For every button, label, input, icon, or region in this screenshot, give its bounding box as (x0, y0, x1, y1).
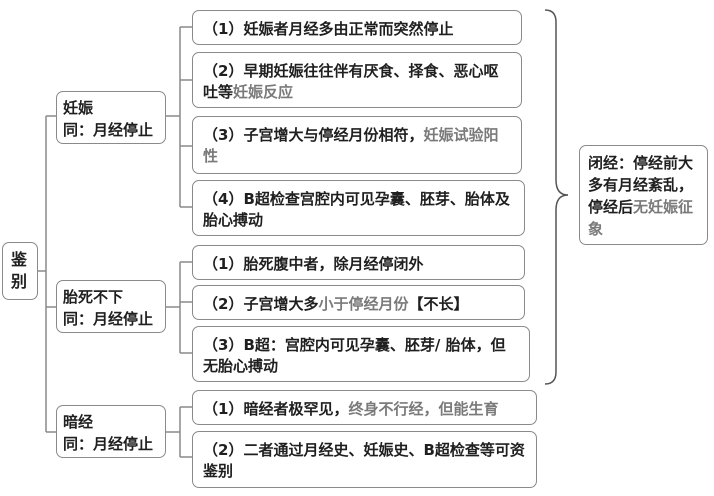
list-item: （1）妊娠者月经多由正常而突然停止 (192, 10, 522, 45)
item-text: 早期妊娠往往伴有厌食、择食、恶心呕吐等 (203, 62, 499, 101)
root-label: 鉴别 (11, 250, 28, 291)
cat1-connector (166, 26, 192, 208)
item-number: （1） (203, 255, 244, 273)
item-text: 子宫增大多 (243, 295, 319, 313)
root-connector (38, 115, 56, 433)
summary-brace (544, 9, 569, 385)
item-number: （1） (203, 20, 244, 38)
root-node: 鉴别 (2, 242, 38, 300)
item-text-highlight: 妊娠反应 (233, 83, 294, 101)
item-number: （2） (203, 295, 244, 313)
item-number: （2） (203, 441, 244, 459)
list-item: （4）B超检查宫腔内可见孕囊、胚芽、胎体及胎心搏动 (192, 180, 525, 236)
list-item: （2）二者通过月经史、妊娠史、B超检查等可资鉴别 (192, 431, 537, 488)
category-subtitle: 同：月经停止 (63, 310, 154, 328)
list-item: （1）暗经者极罕见，终身不行经，但能生育 (192, 390, 537, 425)
list-item: （2）子宫增大多小于停经月份【不长】 (192, 285, 525, 320)
item-text: B超检查宫腔内可见孕囊、胚芽、胎体及胎心搏动 (203, 190, 510, 229)
item-text-tail: 【不长】 (408, 295, 469, 313)
item-text: 妊娠者月经多由正常而突然停止 (243, 20, 454, 38)
category-subtitle: 同：月经停止 (63, 435, 154, 453)
item-text-highlight: 终身不行经，但能生育 (348, 400, 499, 418)
category-hidden-menstruation: 暗经 同：月经停止 (56, 405, 166, 458)
category-stillbirth: 胎死不下 同：月经停止 (56, 280, 166, 333)
item-number: （1） (203, 400, 244, 418)
list-item: （3）B超：宫腔内可见孕囊、胚芽/ 胎体，但无胎心搏动 (192, 326, 530, 382)
category-subtitle: 同：月经停止 (63, 121, 154, 139)
item-text: 胎死腹中者，除月经停闭外 (243, 255, 424, 273)
item-text: 二者通过月经史、妊娠史、B超检查等可资鉴别 (203, 441, 525, 480)
cat3-connector (166, 406, 192, 458)
item-text: 暗经者极罕见， (243, 400, 349, 418)
summary-text: 闭经：停经前大多有月经紊乱，停经后 (588, 154, 694, 216)
category-title: 暗经 (63, 413, 94, 431)
summary-note: 闭经：停经前大多有月经紊乱，停经后无妊娠征象 (579, 145, 708, 245)
cat2-connector (166, 261, 192, 354)
category-title: 妊娠 (63, 99, 94, 117)
item-number: （4） (203, 190, 244, 208)
item-number: （3） (203, 336, 244, 354)
item-text: 子宫增大与停经月份相符， (243, 126, 424, 144)
category-title: 胎死不下 (63, 288, 124, 306)
list-item: （3）子宫增大与停经月份相符，妊娠试验阳性 (192, 116, 522, 174)
item-text-highlight: 妊娠试验阳性 (203, 126, 499, 165)
category-pregnancy: 妊娠 同：月经停止 (56, 91, 166, 144)
summary-text-highlight: 无妊娠征象 (588, 198, 694, 238)
item-number: （3） (203, 126, 244, 144)
item-text-highlight: 小于停经月份 (318, 295, 409, 313)
item-text: B超：宫腔内可见孕囊、胚芽/ 胎体，但无胎心搏动 (203, 336, 506, 375)
list-item: （1）胎死腹中者，除月经停闭外 (192, 245, 525, 280)
list-item: （2）早期妊娠往往伴有厌食、择食、恶心呕吐等妊娠反应 (192, 52, 522, 108)
item-number: （2） (203, 62, 244, 80)
